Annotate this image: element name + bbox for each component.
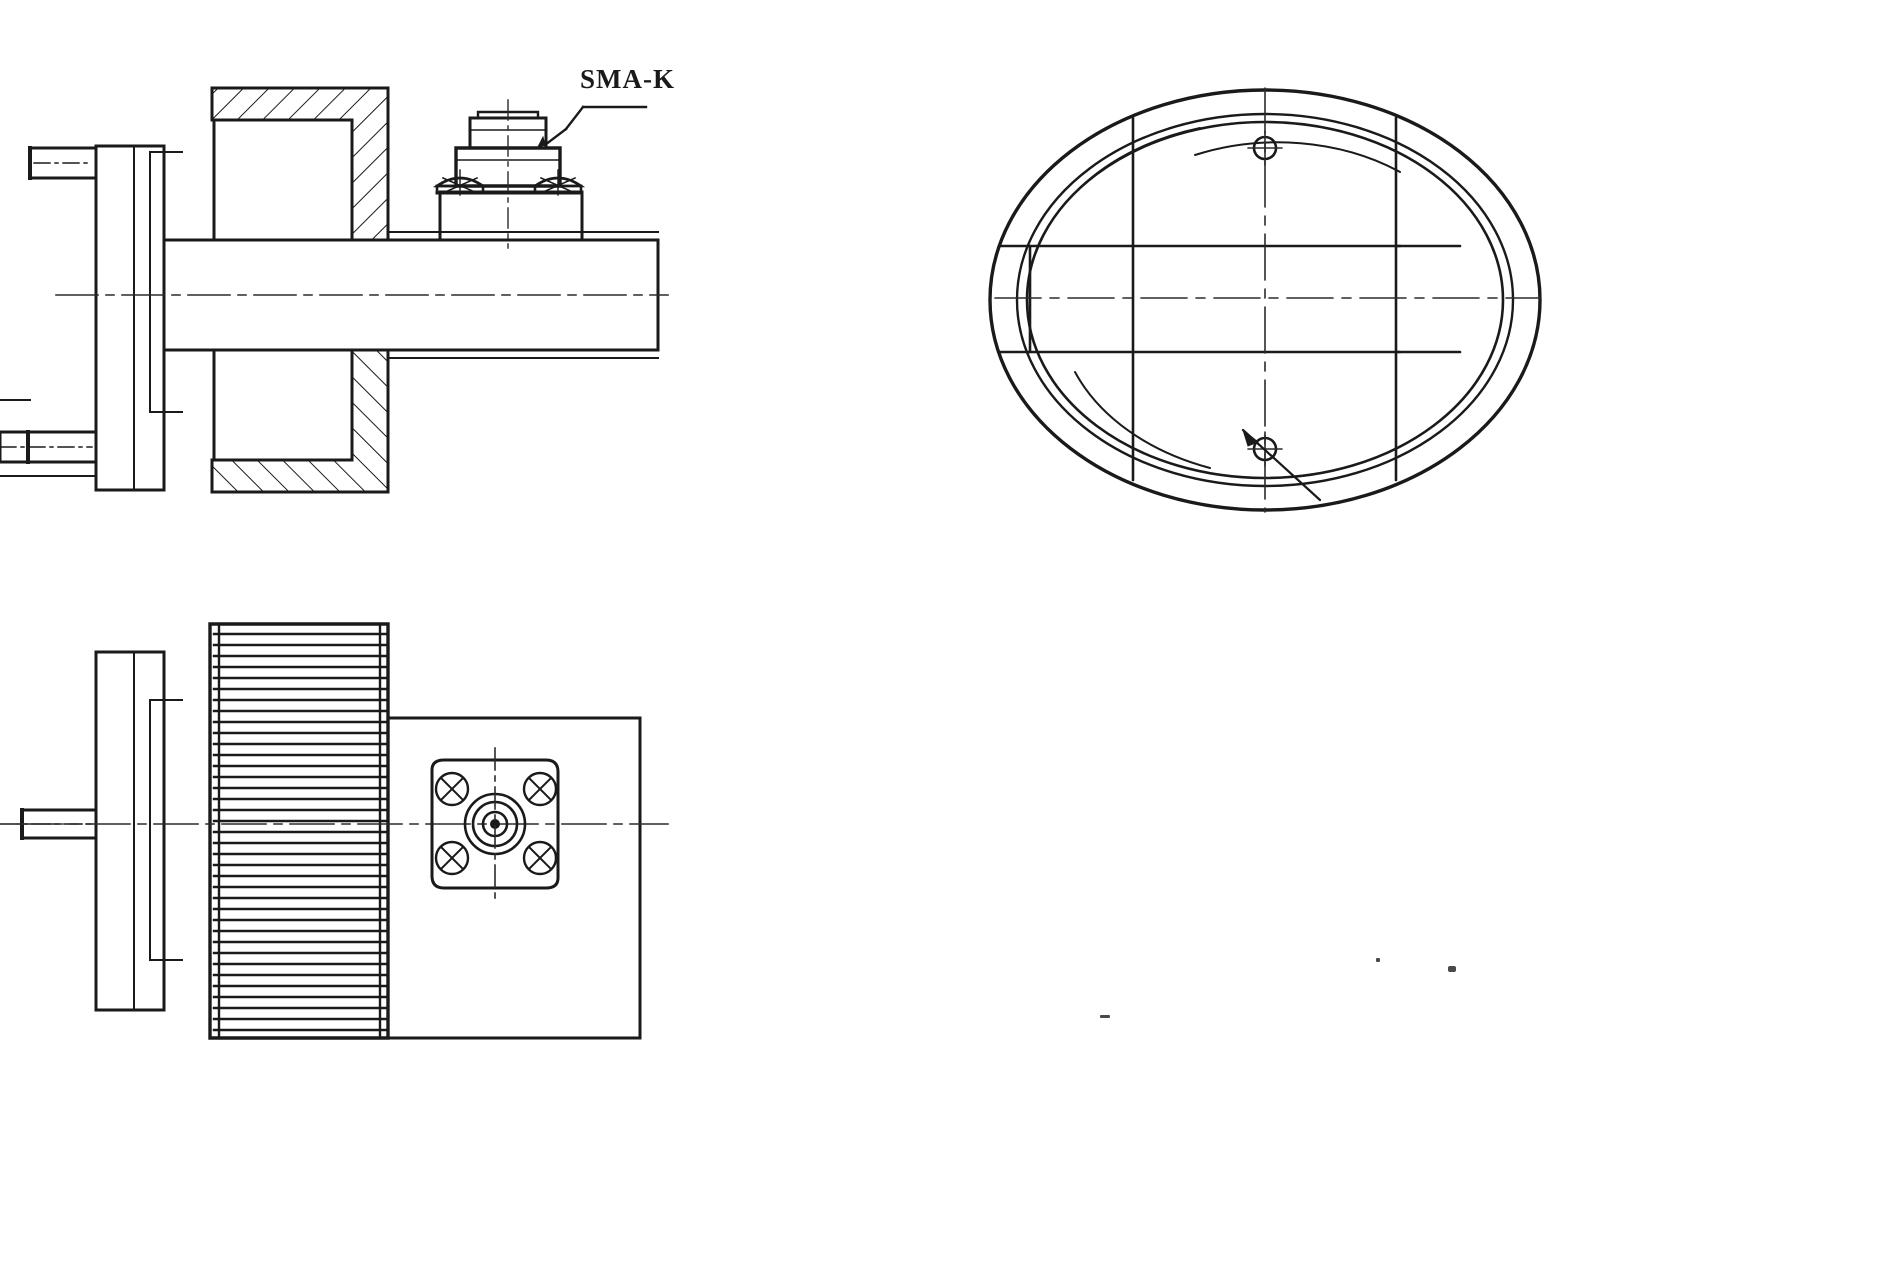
sma-connector-label: SMA-K — [580, 64, 675, 94]
elliptical-end-view — [988, 87, 1542, 513]
scan-artifacts — [1100, 958, 1456, 1018]
flange-plate — [94, 144, 183, 492]
flange-plate-exterior — [94, 650, 183, 1012]
body-extension-lines — [0, 399, 97, 477]
screw-bottom-left — [434, 840, 470, 876]
mounting-pin-lower — [0, 430, 98, 464]
mounting-pin-upper — [28, 146, 98, 180]
screw-bottom-right — [522, 840, 558, 876]
front-section-view — [0, 86, 669, 494]
bottom-exterior-view — [0, 622, 669, 1040]
inner-arc-top — [1194, 141, 1401, 173]
inner-arc-upper-left — [1071, 127, 1201, 197]
coax-center-contact — [490, 819, 500, 829]
sma-leader-line — [537, 105, 648, 148]
sma-connector — [432, 99, 586, 249]
leader-line-bottom-hole — [1241, 428, 1322, 502]
rectangular-aperture — [998, 116, 1462, 482]
knurl-lines — [212, 632, 388, 1032]
body-block — [386, 716, 642, 1040]
screw-top-right — [522, 771, 558, 807]
inner-arc-lower-left — [1074, 371, 1211, 469]
screw-hole-top — [1247, 130, 1283, 166]
sma-flange-face — [430, 747, 560, 901]
screw-top-left — [434, 771, 470, 807]
